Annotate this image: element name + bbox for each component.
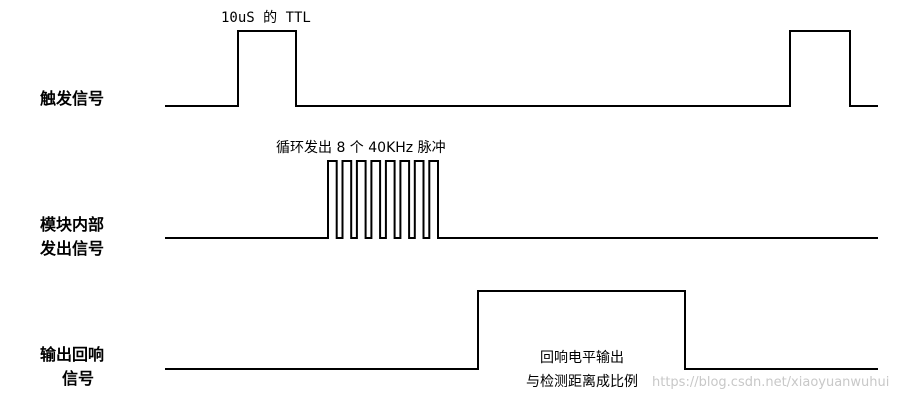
echo-annotation-line2: 与检测距离成比例 (526, 373, 638, 390)
echo-waveform (165, 290, 878, 370)
module-signal-label-line1: 模块内部 (40, 215, 104, 234)
module-signal-label-line2: 发出信号 (39, 239, 104, 258)
echo-annotation-line1: 回响电平输出 (540, 350, 624, 366)
burst-annotation: 循环发出 8 个 40KHz 脉冲 (276, 140, 446, 156)
echo-signal: 回响电平输出 与检测距离成比例 输出回响 信号 (40, 290, 878, 390)
trigger-signal: 10uS 的 TTL 触发信号 (39, 10, 878, 108)
ttl-annotation: 10uS 的 TTL (221, 10, 311, 26)
burst-waveform (165, 160, 878, 239)
watermark-text: https://blog.csdn.net/xiaoyuanwuhui (652, 375, 889, 390)
echo-signal-label-line1: 输出回响 (40, 345, 104, 364)
trigger-waveform (165, 30, 878, 107)
echo-signal-label-line2: 信号 (62, 369, 94, 388)
trigger-signal-label: 触发信号 (39, 89, 104, 108)
module-signal: 循环发出 8 个 40KHz 脉冲 模块内部 发出信号 (39, 140, 878, 258)
